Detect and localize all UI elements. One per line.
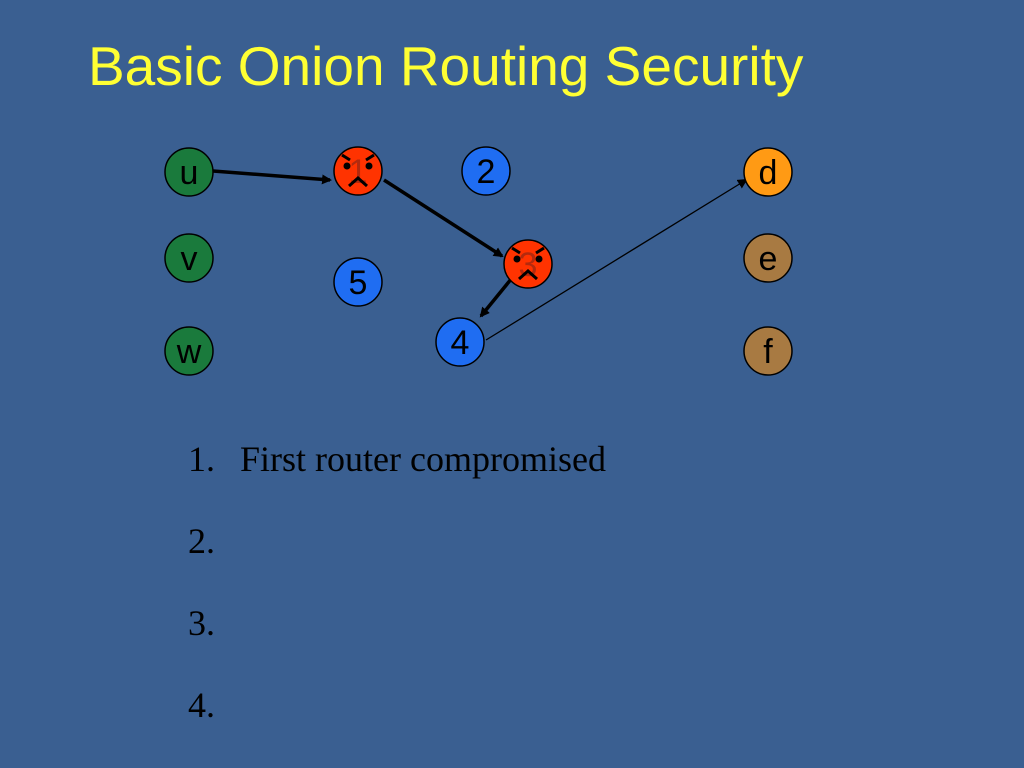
numbered-list: 1. First router compromised 2. 3. 4.: [188, 438, 606, 766]
list-item-number: 2.: [188, 521, 215, 561]
edge-router-3-to-router-4: [479, 276, 514, 318]
list-item-number: 1.: [188, 439, 215, 479]
node-e: e: [743, 233, 793, 283]
edge-u-to-router-1: [212, 169, 332, 185]
angry-face-icon: [341, 153, 375, 188]
svg-text:u: u: [180, 154, 199, 192]
edge-router-1-to-router-3: [383, 178, 504, 258]
list-item: 4.: [188, 684, 606, 766]
list-item-number: 4.: [188, 685, 215, 725]
svg-text:f: f: [763, 333, 773, 371]
node-router-2: 2: [461, 146, 511, 196]
list-item-text: First router compromised: [240, 439, 606, 479]
edge-router-4-to-d: [485, 178, 748, 341]
angry-face-icon: [511, 246, 545, 281]
svg-text:4: 4: [451, 324, 470, 362]
node-u: u: [164, 147, 214, 197]
list-item: 3.: [188, 602, 606, 684]
svg-text:5: 5: [349, 264, 368, 302]
slide-title: Basic Onion Routing Security: [88, 35, 804, 97]
svg-text:d: d: [759, 154, 778, 192]
node-router-3: 3: [503, 239, 553, 289]
node-router-1: 1: [333, 146, 383, 196]
node-v: v: [164, 233, 214, 283]
list-item: 2.: [188, 520, 606, 602]
node-f: f: [743, 326, 793, 376]
svg-text:2: 2: [477, 153, 496, 191]
svg-text:w: w: [176, 333, 202, 371]
node-w: w: [164, 326, 214, 376]
list-item: 1. First router compromised: [188, 438, 606, 520]
node-router-5: 5: [333, 257, 383, 307]
node-router-4: 4: [435, 317, 485, 367]
svg-text:v: v: [181, 240, 198, 278]
onion-routing-diagram: u v w 1 2 3: [164, 146, 793, 376]
node-d: d: [743, 147, 793, 197]
list-item-number: 3.: [188, 603, 215, 643]
svg-text:e: e: [759, 240, 778, 278]
